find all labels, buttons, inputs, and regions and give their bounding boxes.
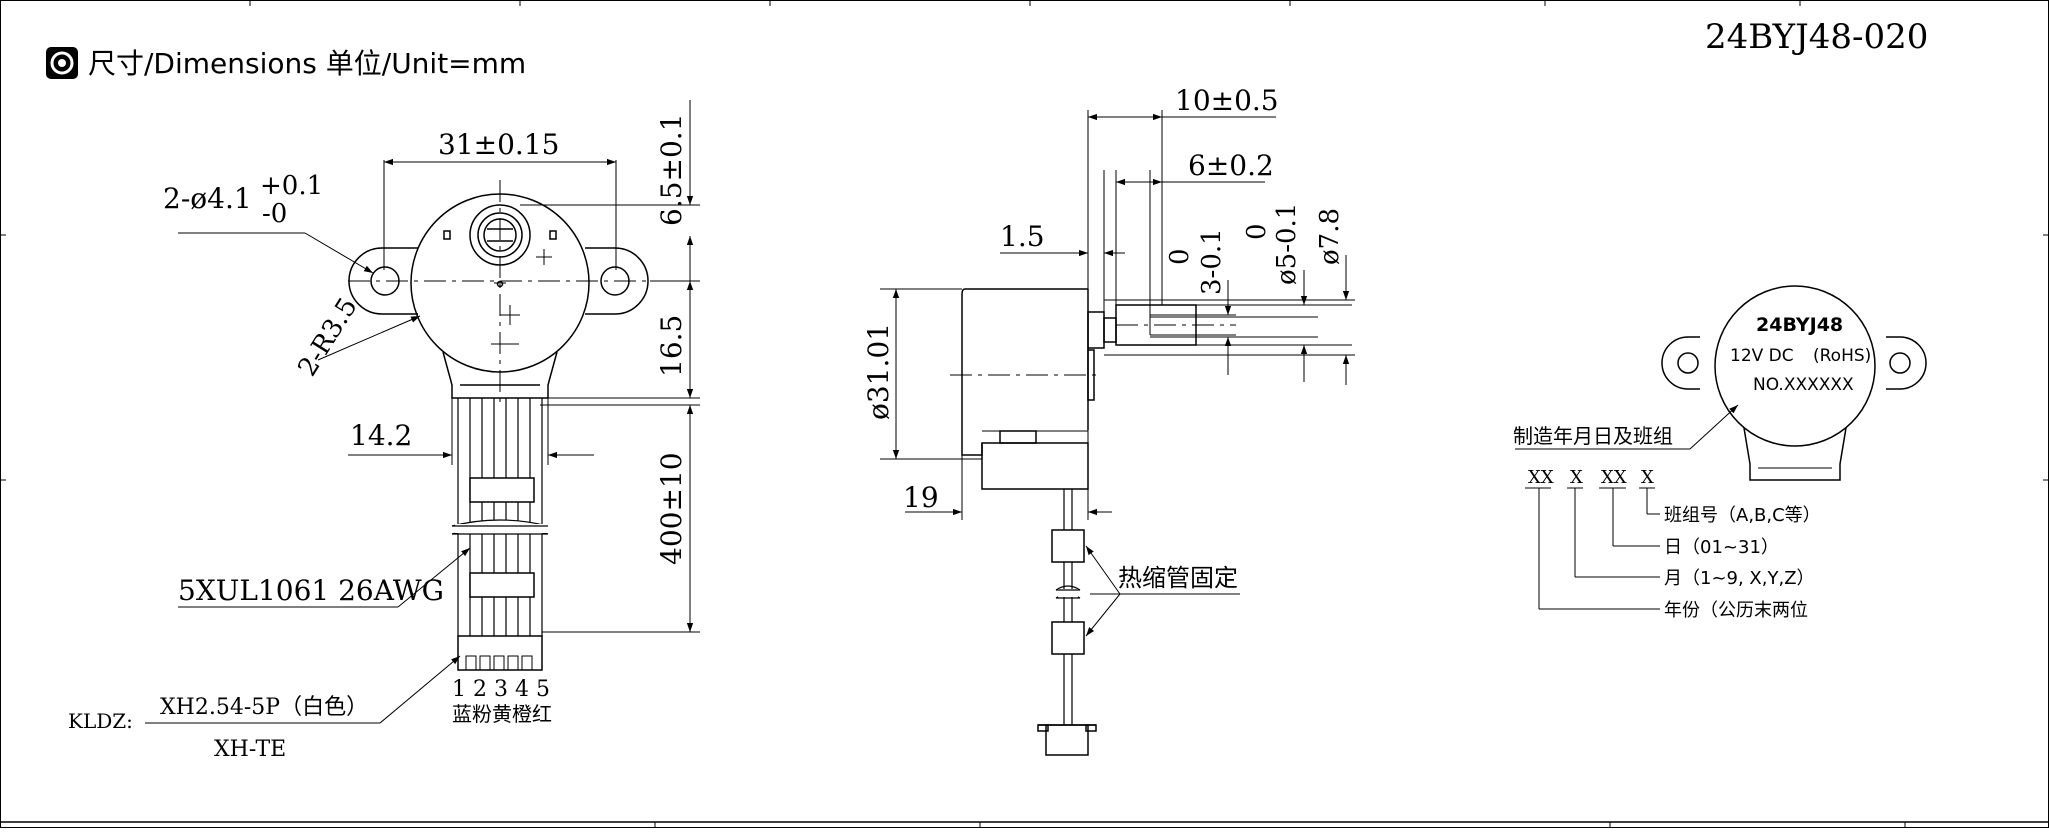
dim-body-depth: 19 xyxy=(903,481,939,514)
pin-numbers: 1 2 3 4 5 xyxy=(452,677,550,702)
label-rohs: (RoHS) xyxy=(1813,346,1871,366)
lead-wires xyxy=(457,398,543,636)
code-char-year: XX xyxy=(1528,467,1554,488)
top-view xyxy=(348,180,655,671)
dim-lead-length: 400±10 xyxy=(655,452,688,565)
dim-boss-dia: ø7.8 xyxy=(1315,208,1345,265)
connector-housing xyxy=(457,635,543,671)
code-char-team: X xyxy=(1641,467,1654,488)
legend-year: 年份（公历末两位 xyxy=(1664,600,1808,621)
side-wires xyxy=(1063,489,1073,725)
dim-hole-tol-lower: -0 xyxy=(262,199,287,229)
dim-hole: 2-ø4.1 xyxy=(163,182,252,215)
connector-label: XH2.54-5P（白色） xyxy=(160,695,368,720)
dim-gear-box: 14.2 xyxy=(350,419,412,452)
label-flange xyxy=(1661,336,1700,390)
side-view-labels: 10±0.5 6±0.2 1.5 0 3-0.1 0 ø5-0.1 ø7.8 ø… xyxy=(862,84,1345,592)
dim-flat-length: 6±0.2 xyxy=(1188,149,1274,182)
terminal-label: XH-TE xyxy=(214,737,286,762)
code-char-month: X xyxy=(1570,467,1583,488)
date-code-legend xyxy=(1515,404,1739,610)
label-plate-text: 24BYJ48 12V DC (RoHS) NO.XXXXXX xyxy=(1730,314,1871,395)
header: 尺寸/Dimensions 单位/Unit=mm 24BYJ48-020 xyxy=(46,17,1928,80)
dim-height: 16.5 xyxy=(655,315,688,377)
side-connector xyxy=(1045,724,1089,756)
dim-flat-tol: 0 xyxy=(1165,248,1195,265)
dim-width: 31±0.15 xyxy=(438,128,559,161)
connector-prefix: KLDZ: xyxy=(68,709,133,733)
side-view xyxy=(950,288,1236,756)
label-voltage: 12V DC xyxy=(1730,346,1794,366)
dim-hole-tol-upper: +0.1 xyxy=(260,171,323,201)
heat-shrink-label: 热缩管固定 xyxy=(1118,564,1238,592)
dim-body-dia: ø31.01 xyxy=(862,323,895,420)
label-view xyxy=(1661,285,1927,481)
date-code-text: 制造年月日及班组 XX X XX X 班组号（A,B,C等） 日（01~31） … xyxy=(1513,424,1821,621)
gear-housing xyxy=(981,442,1089,490)
side-heat-shrink-lower xyxy=(1051,621,1085,655)
side-heat-shrink-upper xyxy=(1051,529,1085,563)
projection-icon xyxy=(46,47,78,79)
side-view-dimensions xyxy=(880,110,1355,637)
shaft-boss xyxy=(1087,311,1105,349)
heat-shrink-upper xyxy=(469,477,535,503)
label-motor-body xyxy=(1714,285,1876,447)
dim-shaft-dia: ø5-0.1 xyxy=(1272,203,1302,285)
wire-colors: 蓝粉黄橙红 xyxy=(452,702,552,726)
code-char-day: XX xyxy=(1601,467,1627,488)
dim-shaft-length: 10±0.5 xyxy=(1175,84,1279,117)
dim-radius: 2-R3.5 xyxy=(292,293,363,382)
dim-shaft-offset: 6.5±0.1 xyxy=(655,113,688,226)
label-serial: NO.XXXXXX xyxy=(1753,375,1854,395)
top-view-labels: 31±0.15 2-ø4.1 +0.1 -0 2-R3.5 6.5±0.1 16… xyxy=(68,113,688,762)
legend-day: 日（01~31） xyxy=(1664,537,1779,558)
legend-team: 班组号（A,B,C等） xyxy=(1664,505,1821,526)
wire-spec-label: 5XUL1061 26AWG xyxy=(178,574,444,607)
label-gear-box xyxy=(1743,427,1847,481)
label-model: 24BYJ48 xyxy=(1756,314,1843,336)
dim-shaft-dia-tol: 0 xyxy=(1242,223,1272,240)
legend-month: 月（1~9, X,Y,Z） xyxy=(1664,568,1815,589)
dim-flat: 3-0.1 xyxy=(1197,228,1227,295)
model-number: 24BYJ48-020 xyxy=(1705,17,1928,57)
top-view-dimensions xyxy=(145,100,700,724)
heat-shrink-lower xyxy=(469,572,535,598)
dim-boss-height: 1.5 xyxy=(1000,220,1045,253)
date-code-title: 制造年月日及班组 xyxy=(1513,424,1673,448)
motor-can xyxy=(961,288,1088,456)
page-title: 尺寸/Dimensions 单位/Unit=mm xyxy=(88,47,526,80)
